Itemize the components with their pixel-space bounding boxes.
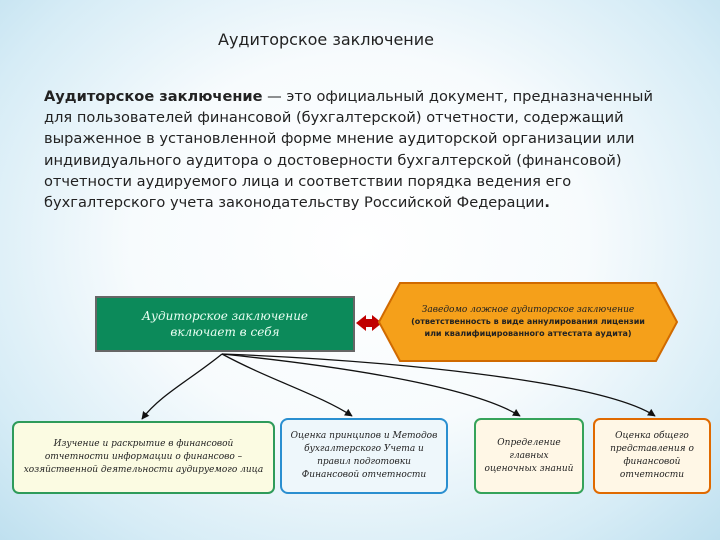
main-box-line2: включает в себя bbox=[170, 325, 280, 339]
definition-paragraph: Аудиторское заключение — это официальный… bbox=[44, 86, 674, 213]
component-box-2: Оценка принципов и Методов бухгалтерског… bbox=[280, 418, 448, 494]
main-box-line1: Аудиторское заключение bbox=[141, 309, 309, 323]
component-text: Определение главных оценочных знаний bbox=[484, 437, 574, 474]
definition-text: — это официальный документ, предназначен… bbox=[44, 88, 653, 212]
arrow-to-component-2 bbox=[221, 353, 353, 417]
liability-box-line2: (ответственность в виде аннулирования ли… bbox=[411, 317, 645, 338]
liability-box: Заведомо ложное аудиторское заключение (… bbox=[378, 282, 678, 362]
component-box-1: Изучение и раскрытие в финансовой отчетн… bbox=[12, 421, 275, 494]
arrow-to-component-1 bbox=[141, 353, 223, 420]
arrow-to-component-4 bbox=[221, 353, 656, 417]
double-arrow bbox=[356, 315, 382, 331]
component-text: Оценка общего представления о финансовой… bbox=[610, 431, 694, 480]
liability-box-line1: Заведомо ложное аудиторское заключение bbox=[421, 304, 635, 315]
main-box: Аудиторское заключение включает в себя bbox=[95, 296, 355, 352]
definition-end: . bbox=[544, 194, 550, 212]
component-text: Изучение и раскрытие в финансовой отчетн… bbox=[23, 439, 264, 475]
definition-term: Аудиторское заключение bbox=[44, 88, 263, 105]
component-text: Оценка принципов и Методов бухгалтерског… bbox=[290, 431, 438, 480]
slide-title: Аудиторское заключение bbox=[218, 30, 434, 49]
arrow-to-component-3 bbox=[221, 353, 521, 417]
liability-box-shape bbox=[378, 282, 678, 362]
component-box-3: Определение главных оценочных знаний bbox=[474, 418, 584, 494]
component-box-4: Оценка общего представления о финансовой… bbox=[593, 418, 711, 494]
